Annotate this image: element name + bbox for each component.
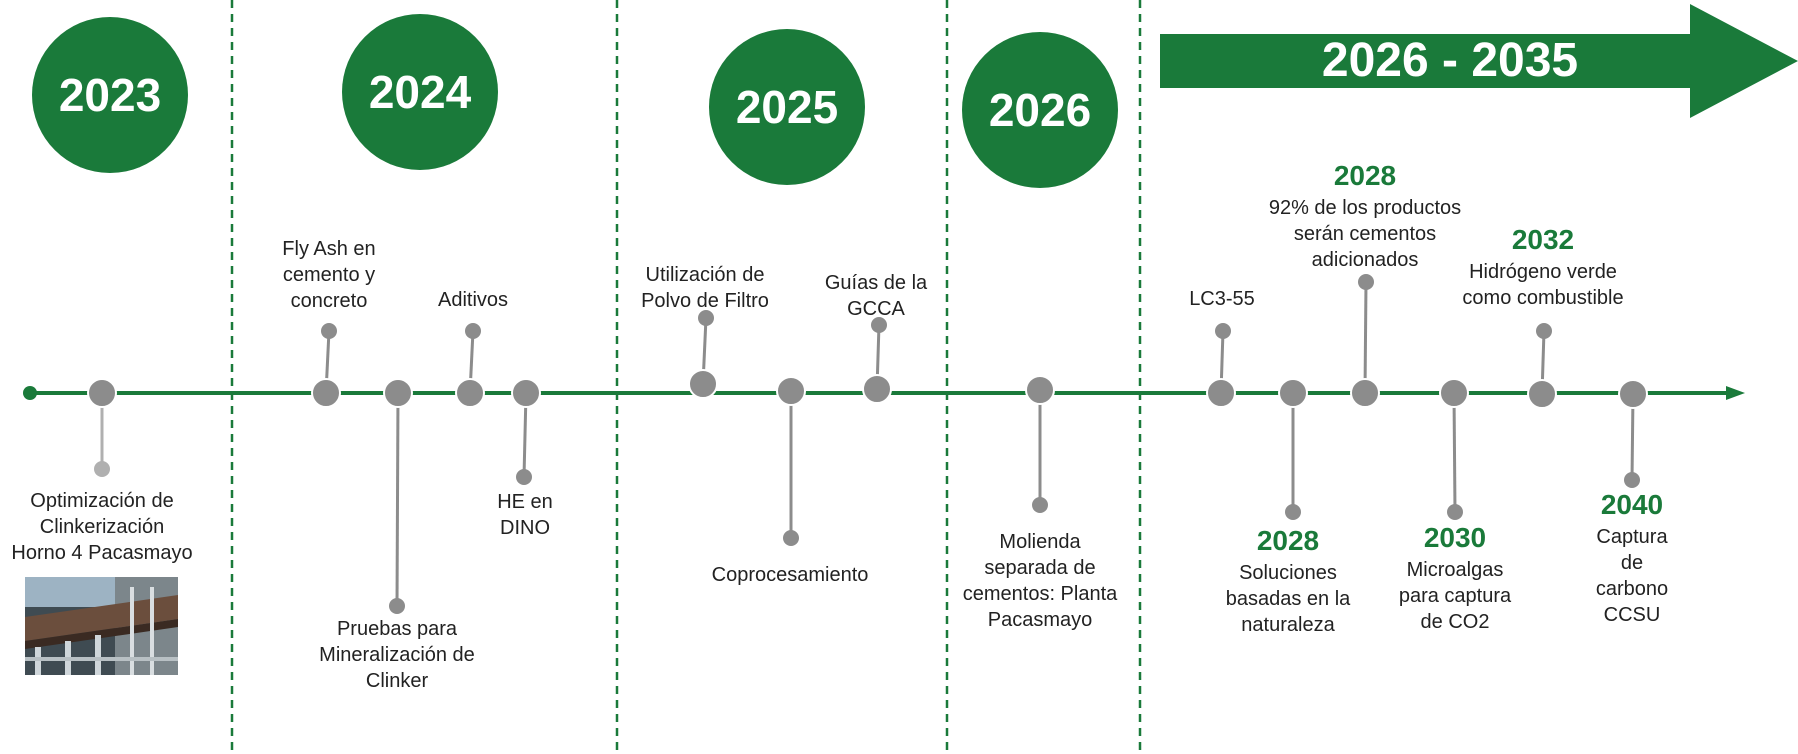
axis-arrowhead — [1726, 386, 1745, 400]
label-optimizacion: Optimización de Clinkerización Horno 4 P… — [11, 490, 193, 564]
year-2032-hidrogeno: 2032 — [1511, 224, 1575, 255]
label-productos-92: 92% de los productos serán cementos adic… — [1268, 197, 1462, 271]
label-he-dino: HE en DINO — [497, 491, 553, 539]
year-2023-circle: 2023 — [32, 17, 188, 173]
horno-photo — [25, 577, 178, 675]
label-polvo-filtro: Utilización de Polvo de Filtro — [641, 264, 769, 312]
label-aditivos: Aditivos — [437, 289, 509, 311]
year-2040-captura: 2040 — [1600, 489, 1664, 520]
year-2026-circle: 2026 — [962, 32, 1118, 188]
label-pruebas: Pruebas para Mineralización de Clinker — [319, 618, 475, 692]
label-soluciones: Soluciones basadas en la naturaleza — [1225, 562, 1351, 636]
year-2025-circle: 2025 — [709, 29, 865, 185]
label-microalgas: Microalgas para captura de CO2 — [1398, 559, 1512, 633]
year-2028-soluciones: 2028 — [1256, 525, 1320, 556]
axis-start-dot — [23, 386, 37, 400]
label-gcca: Guías de la GCCA — [824, 272, 928, 320]
label-coprocesamiento: Coprocesamiento — [711, 564, 869, 586]
label-lc3: LC3-55 — [1189, 288, 1255, 310]
label-captura: Captura de carbono CCSU — [1595, 526, 1669, 626]
stem-end-dots — [94, 274, 1640, 614]
label-molienda: Molienda separada de cementos: Planta Pa… — [962, 531, 1118, 631]
year-2030-microalgas: 2030 — [1423, 522, 1487, 553]
banner-arrow — [1160, 4, 1798, 118]
axis-nodes — [87, 369, 1648, 409]
year-2024-circle: 2024 — [342, 14, 498, 170]
label-hidrogeno: Hidrógeno verde como combustible — [1462, 261, 1624, 309]
label-fly-ash: Fly Ash en cemento y concreto — [282, 238, 376, 312]
banner-label: 2026 - 2035 — [1321, 33, 1579, 87]
year-2028-productos: 2028 — [1333, 160, 1397, 191]
